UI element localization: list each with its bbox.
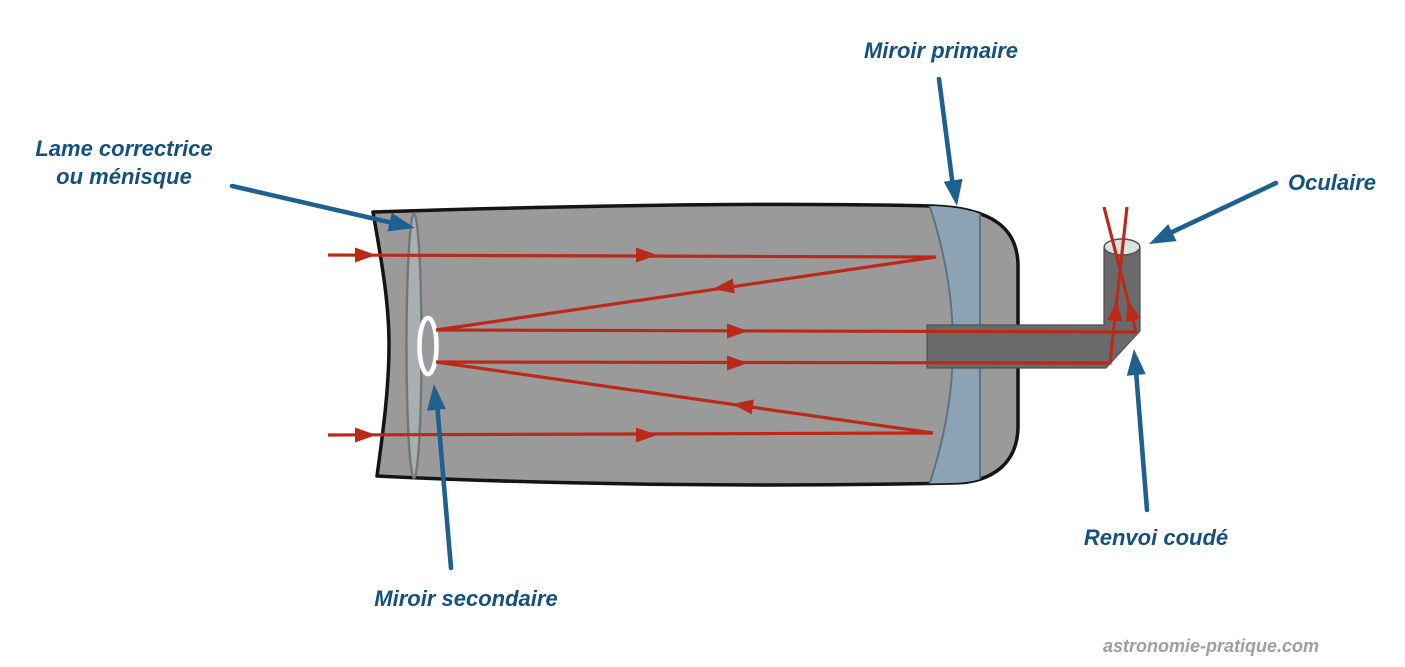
label-pointers xyxy=(229,76,1279,571)
ray-arrowhead xyxy=(355,247,376,263)
label-secondary-mirror: Miroir secondaire xyxy=(374,586,557,611)
eyepiece-pointer-arrow xyxy=(1165,180,1279,237)
light-rays xyxy=(327,206,1141,443)
telescope-tube xyxy=(371,202,1020,487)
watermark: astronomie-pratique.com xyxy=(1103,636,1319,656)
diagonal-pointer-arrowhead xyxy=(1124,348,1146,376)
primary-mirror-pointer-arrowhead xyxy=(943,178,967,208)
exit-ray-top xyxy=(435,206,1139,334)
diagonal-pointer-arrow xyxy=(1133,368,1150,513)
incoming-ray-bottom xyxy=(327,431,934,437)
label-primary-mirror: Miroir primaire xyxy=(864,38,1018,63)
label-diagonal: Renvoi coudé xyxy=(1084,525,1228,550)
exit-ray-bottom xyxy=(435,206,1129,365)
reflected-ray-bottom xyxy=(435,360,934,435)
secondary-mirror xyxy=(417,315,439,377)
corrector-pointer-arrow xyxy=(229,183,400,227)
label-corrector-line1: Lame correctrice xyxy=(35,136,212,161)
reflected-ray-top xyxy=(435,255,937,332)
secondary-pointer-arrow xyxy=(434,400,454,571)
ray-arrowhead xyxy=(355,427,376,443)
eyepiece-pointer-arrowhead xyxy=(1144,224,1177,253)
primary-mirror-pointer-arrow xyxy=(936,76,956,190)
label-eyepiece: Oculaire xyxy=(1288,170,1376,195)
incoming-ray-top xyxy=(327,253,937,259)
label-corrector-line2: ou ménisque xyxy=(56,164,192,189)
star-diagonal-body xyxy=(926,246,1141,369)
